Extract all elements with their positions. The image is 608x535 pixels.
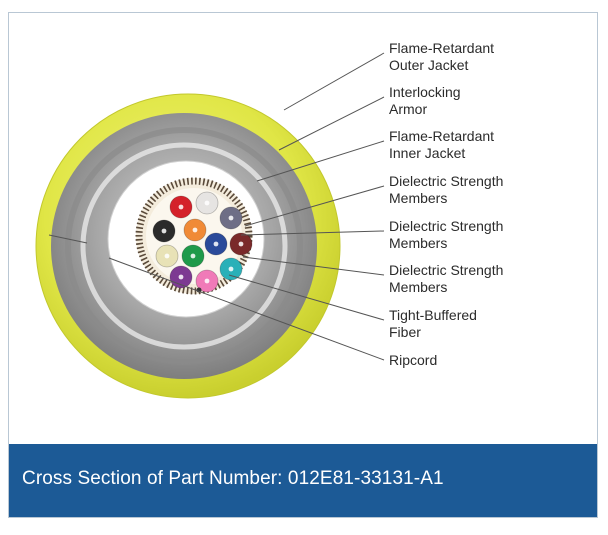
leader-line-inner-jacket	[256, 140, 385, 182]
callout-strength-members-1: Dielectric Strength Members	[389, 173, 507, 206]
fiber-core	[192, 227, 198, 233]
strength-member-hatch	[135, 177, 253, 295]
callout-strength-members-3: Dielectric Strength Members	[389, 262, 507, 295]
leader-lines	[108, 52, 385, 361]
ripcord-line	[48, 234, 88, 244]
fiber-core	[178, 204, 184, 210]
fiber-core	[204, 278, 210, 284]
callout-armor: Interlocking Armor	[389, 84, 464, 117]
leader-line-armor	[278, 96, 385, 151]
caption-text: Cross Section of Part Number: 012E81-331…	[22, 468, 444, 489]
callout-outer-jacket: Flame-Retardant Outer Jacket	[389, 40, 498, 73]
fiber-core	[178, 274, 184, 280]
armor-highlight	[80, 142, 288, 350]
callout-tight-buffered-fiber: Tight-Buffered Fiber	[389, 307, 481, 340]
leader-line-outer-jacket	[283, 52, 385, 111]
armor-groove	[65, 127, 303, 365]
cable-diagram: Flame-Retardant Outer Jacket Interlockin…	[35, 40, 507, 399]
callout-ripcord: Ripcord	[389, 352, 437, 368]
fiber-core	[228, 215, 234, 221]
fiber-core	[190, 253, 196, 259]
fiber-core	[228, 266, 234, 272]
leader-line-strength-1	[244, 185, 385, 227]
fiber-bundle	[152, 191, 253, 293]
leader-line-ripcord	[108, 257, 385, 361]
fiber-core	[164, 253, 170, 259]
fiber-core	[204, 200, 210, 206]
fiber-core	[161, 228, 167, 234]
diagram-frame: Flame-Retardant Outer Jacket Interlockin…	[8, 12, 598, 518]
caption-bar: Cross Section of Part Number: 012E81-331…	[9, 444, 597, 517]
leader-line-strength-3	[242, 256, 385, 276]
callout-strength-members-2: Dielectric Strength Members	[389, 218, 507, 251]
leader-line-tight-buffered	[228, 274, 385, 321]
fiber-core	[238, 241, 244, 247]
callout-inner-jacket: Flame-Retardant Inner Jacket	[389, 128, 498, 161]
fiber-core	[213, 241, 219, 247]
leader-line-strength-2	[240, 230, 385, 236]
